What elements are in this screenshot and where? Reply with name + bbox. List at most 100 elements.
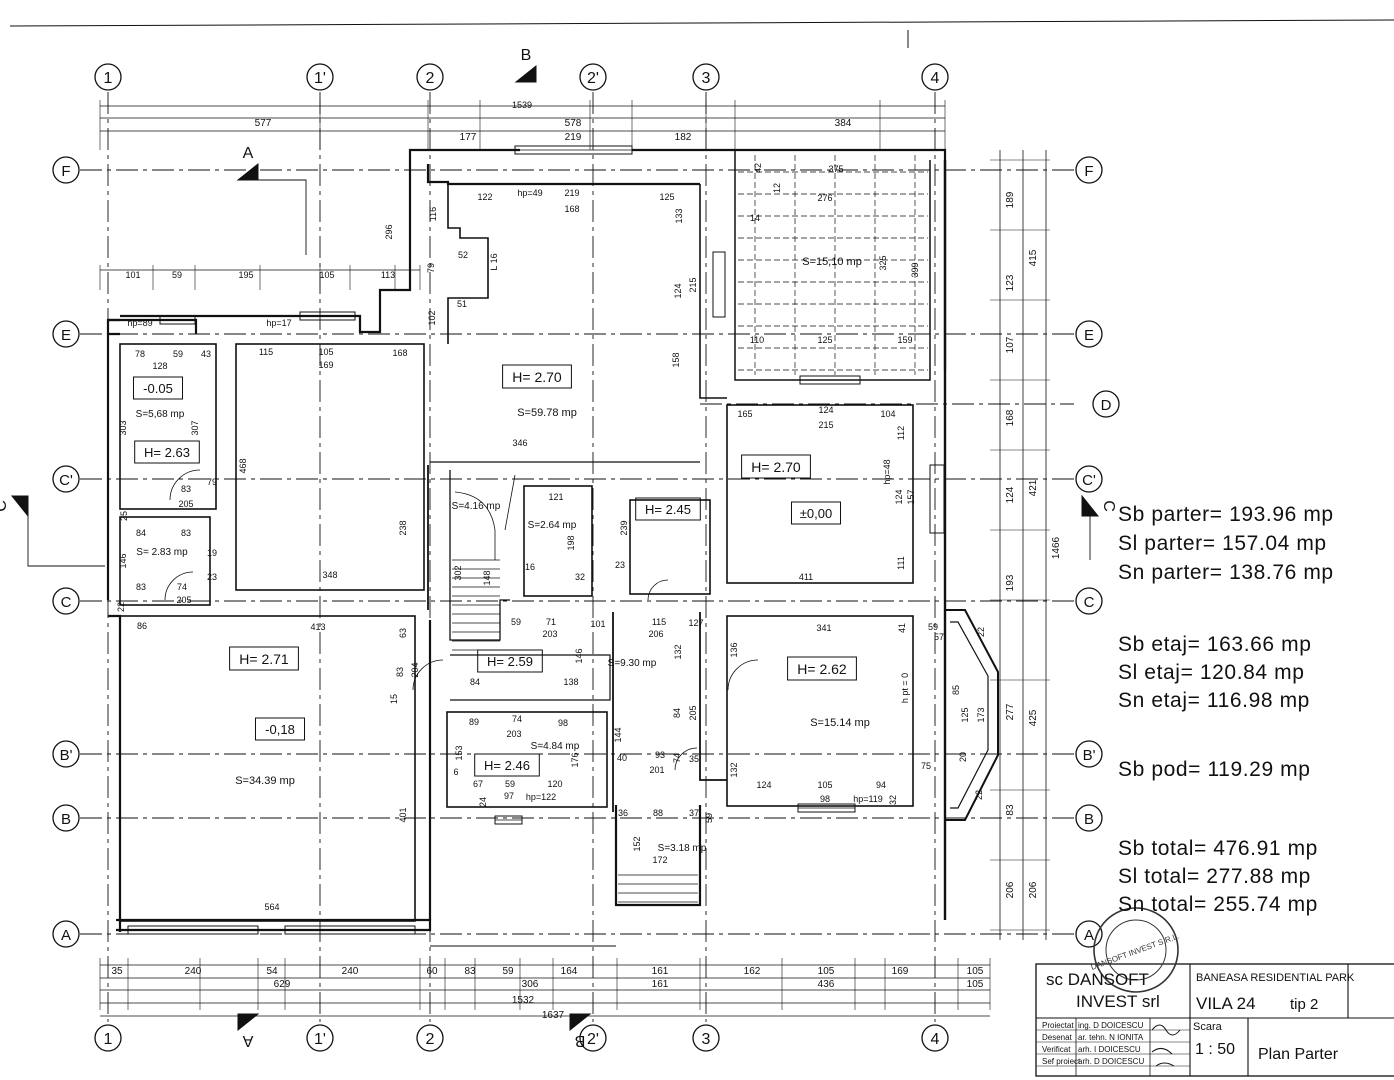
dimension-label: 173 <box>976 707 986 722</box>
dimension-label: 128 <box>152 361 167 371</box>
dimension-label: 203 <box>506 729 521 739</box>
role-checked: Verificat <box>1042 1045 1071 1054</box>
axis-marker-3 <box>692 1024 720 1052</box>
dimension-label: 411 <box>799 572 813 582</box>
dimension-label: 206 <box>1028 881 1039 898</box>
dimension-label: 436 <box>818 979 835 990</box>
room-area-label: S= 2.83 mp <box>136 547 188 558</box>
dimension-label: 94 <box>876 780 886 790</box>
room-height-label: H= 2.59 <box>487 654 533 669</box>
dimension-label: 157 <box>906 489 916 504</box>
room-height-label: H= 2.70 <box>751 459 801 475</box>
dimension-label: 83 <box>464 966 476 977</box>
dimension-label: 105 <box>818 966 835 977</box>
axis-marker-a <box>52 920 80 948</box>
dimension-label: 1637 <box>542 1010 565 1021</box>
room-area-label: S=5,68 mp <box>136 409 185 420</box>
dimension-label: 425 <box>1028 709 1039 726</box>
dimension-label: 41 <box>897 623 907 633</box>
room-storage-outline <box>523 485 593 597</box>
axis-marker-b-prime <box>1075 740 1103 768</box>
section-line <box>255 179 307 255</box>
dimension-label: 67 <box>473 779 483 789</box>
dimension-label: 124 <box>894 489 904 504</box>
sheet-title: Plan Parter <box>1258 1046 1339 1063</box>
room-area-label: S=9.30 mp <box>608 658 657 669</box>
door-swing <box>164 571 194 601</box>
dimension-label: 116 <box>428 207 438 221</box>
dimension-label: 85 <box>951 685 961 695</box>
room-height-label-box <box>741 454 811 479</box>
dimension-label: 348 <box>322 570 337 580</box>
dimension-label: 415 <box>1028 249 1039 266</box>
room-height-label-box <box>502 364 572 389</box>
door-swing <box>647 579 669 601</box>
dimension-label: 153 <box>454 745 464 760</box>
dimension-label: 84 <box>470 677 480 687</box>
room-small-outline <box>119 516 211 606</box>
stat-sb-total: Sb total= 476.91 mp <box>1118 837 1318 860</box>
company-stamp-inner <box>1105 919 1167 981</box>
dimension-label: 206 <box>1005 881 1016 898</box>
room-height-label-box <box>229 646 299 671</box>
dimension-label: 193 <box>1005 574 1016 591</box>
room-area-label: S=59.78 mp <box>517 407 577 419</box>
axis-marker-1-label: 1 <box>104 1031 113 1048</box>
dimension-label: 12 <box>772 183 782 193</box>
company-stamp-text: DANSOFT INVEST S.R.L. <box>1090 931 1181 971</box>
axis-marker-2-prime <box>579 1024 607 1052</box>
stat-sl-parter: Sl parter= 157.04 mp <box>1118 532 1327 555</box>
dimension-label: 564 <box>264 902 279 912</box>
project-name: BANEASA RESIDENTIAL PARK <box>1196 972 1355 984</box>
section-marker-b-top: B <box>514 47 537 83</box>
room-height-label: H= 2.62 <box>797 661 847 677</box>
entrance-walls <box>614 805 702 907</box>
axis-marker-3-label: 3 <box>702 70 711 87</box>
axis-marker-1-prime <box>306 63 334 91</box>
stat-sn-parter: Sn parter= 138.76 mp <box>1118 561 1334 584</box>
room-height-label-box <box>477 649 543 673</box>
room-bath-outline <box>446 711 608 808</box>
axis-marker-f <box>1075 156 1103 184</box>
dimension-label: 105 <box>817 780 832 790</box>
dimension-label: 125 <box>960 707 970 722</box>
room-height-label-box <box>474 753 540 777</box>
dimension-label: L 16 <box>489 253 499 270</box>
axis-marker-3 <box>692 63 720 91</box>
dimension-label: 203 <box>542 629 557 639</box>
dimension-label: 296 <box>384 224 394 239</box>
dimension-label: 59 <box>511 617 521 627</box>
dimension-label: 15 <box>389 694 399 704</box>
axis-marker-b <box>1075 804 1103 832</box>
room-living-outline <box>119 615 416 922</box>
dimension-label: 74 <box>512 714 522 724</box>
section-marker-a-top-label: A <box>243 145 254 162</box>
dimension-label: 578 <box>565 118 582 129</box>
room-height-label-box <box>787 656 857 681</box>
section-marker-c-left-label: C <box>0 500 10 512</box>
dimension-label: 125 <box>659 192 674 202</box>
person-checked: arh. I DOICESCU <box>1078 1045 1141 1054</box>
person-designed: ing. D DOICESCU <box>1078 1021 1144 1030</box>
room-height-label: H= 2.70 <box>512 369 562 385</box>
dimension-label: 127 <box>688 618 703 628</box>
dimension-label: 101 <box>590 619 605 629</box>
title-block-frame <box>1035 963 1394 1077</box>
dimension-label: 177 <box>460 132 477 143</box>
scale-label: Scara <box>1193 1021 1222 1033</box>
axis-marker-1-prime-label: 1' <box>314 1031 326 1048</box>
section-marker-b-top-label: B <box>521 47 532 64</box>
dimension-label: 124 <box>1005 486 1016 503</box>
company-name-line2: INVEST srl <box>1076 992 1160 1011</box>
dimension-label: 133 <box>674 208 684 223</box>
door-swing <box>674 747 698 771</box>
room-bedroom-outline <box>726 404 914 584</box>
section-marker-c-right-label: C <box>1100 500 1117 512</box>
dimension-label: 115 <box>652 617 666 627</box>
dimension-label: 215 <box>818 420 833 430</box>
dimension-label: 182 <box>675 132 692 143</box>
dimension-label: 123 <box>1005 274 1016 291</box>
dimension-label: 59 <box>172 270 182 280</box>
